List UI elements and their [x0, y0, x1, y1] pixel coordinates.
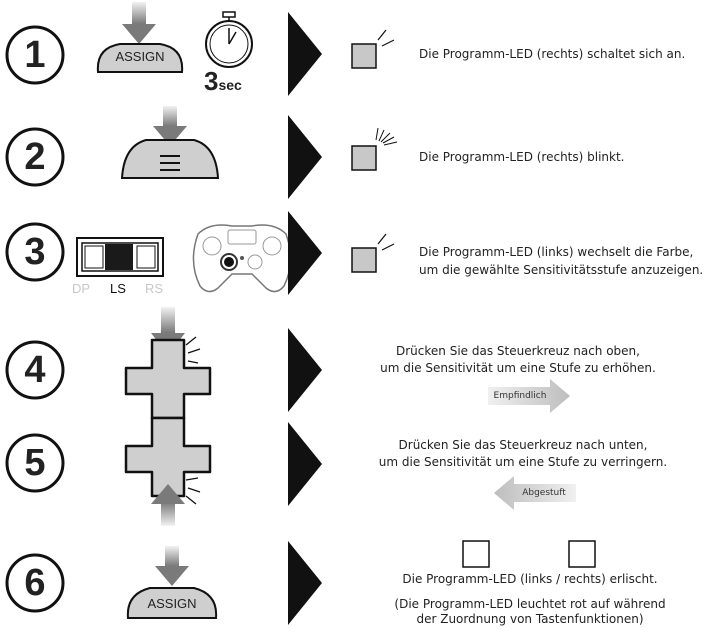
sensitivity-up-arrow [488, 379, 570, 413]
step-2-options-button [120, 139, 220, 179]
step-6-note-line-1: (Die Programm-LED leuchtet rot auf währe… [394, 597, 666, 611]
step-5-number-circle [5, 433, 65, 493]
step-3-number-circle [5, 222, 65, 282]
switch-label-rs: RS [145, 281, 164, 296]
step-2-number-circle [5, 127, 65, 187]
stopwatch-icon [205, 11, 253, 68]
step-3-number: 3 [24, 231, 46, 273]
step-5-arrow-separator [288, 422, 322, 506]
step-1-assign-label: ASSIGN [115, 49, 165, 64]
step-3-arrow-separator [288, 211, 322, 295]
step-2-text: Die Programm-LED (rechts) blinkt. [419, 150, 625, 164]
step-5-text-line-2: um die Sensitivität um eine Stufe zu ver… [378, 455, 668, 469]
step-4-text-line-2: um die Sensitivität um eine Stufe zu erh… [380, 361, 656, 375]
step-1-down-arrow [122, 2, 156, 44]
timer-unit: sec [218, 77, 242, 93]
step-5-text-line-1: Drücken Sie das Steuerkreuz nach unten, [398, 438, 648, 452]
step-3-led-icon [351, 233, 395, 273]
step-4-text-line-1: Drücken Sie das Steuerkreuz nach oben, [396, 344, 640, 358]
dpad-down-icon [124, 416, 212, 505]
step-6-assign-button [126, 587, 218, 619]
step-1-text: Die Programm-LED (rechts) schaltet sich … [419, 47, 686, 61]
step-6-arrow-separator [288, 541, 322, 625]
step-4-number-circle [5, 340, 65, 400]
step-2-arrow-separator [288, 115, 322, 199]
step-6-note-line-2: der Zuordnung von Tastenfunktionen) [416, 612, 644, 626]
switch-label-ls: LS [110, 281, 126, 296]
step-6-down-arrow [155, 546, 189, 586]
step-6-right-led-off-icon [568, 540, 596, 568]
step-1-number: 1 [24, 34, 46, 76]
sensitivity-up-label: Empfindlich [493, 391, 547, 401]
step-2-led-blink-icon [351, 127, 398, 171]
switch-label-dp: DP [72, 281, 91, 296]
step-2-down-arrow [153, 106, 187, 146]
step-3-text-line-2: um die gewählte Sensitivitätsstufe anzuz… [419, 263, 704, 277]
sensitivity-switch [76, 237, 164, 277]
step-3-text-line-1: Die Programm-LED (links) wechselt die Fa… [419, 245, 694, 259]
timer-value: 3 [204, 66, 219, 96]
step-4-arrow-separator [288, 328, 322, 412]
menu-lines-icon [160, 155, 180, 171]
step-1-assign-button [96, 43, 184, 73]
timer-duration: 3sec [204, 68, 242, 95]
step-1-number-circle [5, 25, 65, 85]
sensitivity-down-label: Abgestuft [522, 488, 566, 498]
step-5-up-arrow [151, 484, 185, 526]
step-2-number: 2 [24, 136, 46, 178]
step-6-number: 6 [24, 562, 46, 604]
step-1-led-icon [351, 29, 395, 69]
dpad-up-icon [124, 336, 212, 420]
step-5-number: 5 [24, 442, 46, 484]
sensitivity-down-arrow [494, 476, 576, 510]
step-6-assign-label: ASSIGN [147, 596, 197, 611]
step-1-arrow-separator [288, 12, 322, 96]
controller-icon [192, 224, 292, 293]
step-4-number: 4 [24, 349, 46, 391]
step-6-left-led-off-icon [462, 540, 490, 568]
step-6-text: Die Programm-LED (links / rechts) erlisc… [402, 572, 658, 586]
step-6-number-circle [5, 553, 65, 613]
